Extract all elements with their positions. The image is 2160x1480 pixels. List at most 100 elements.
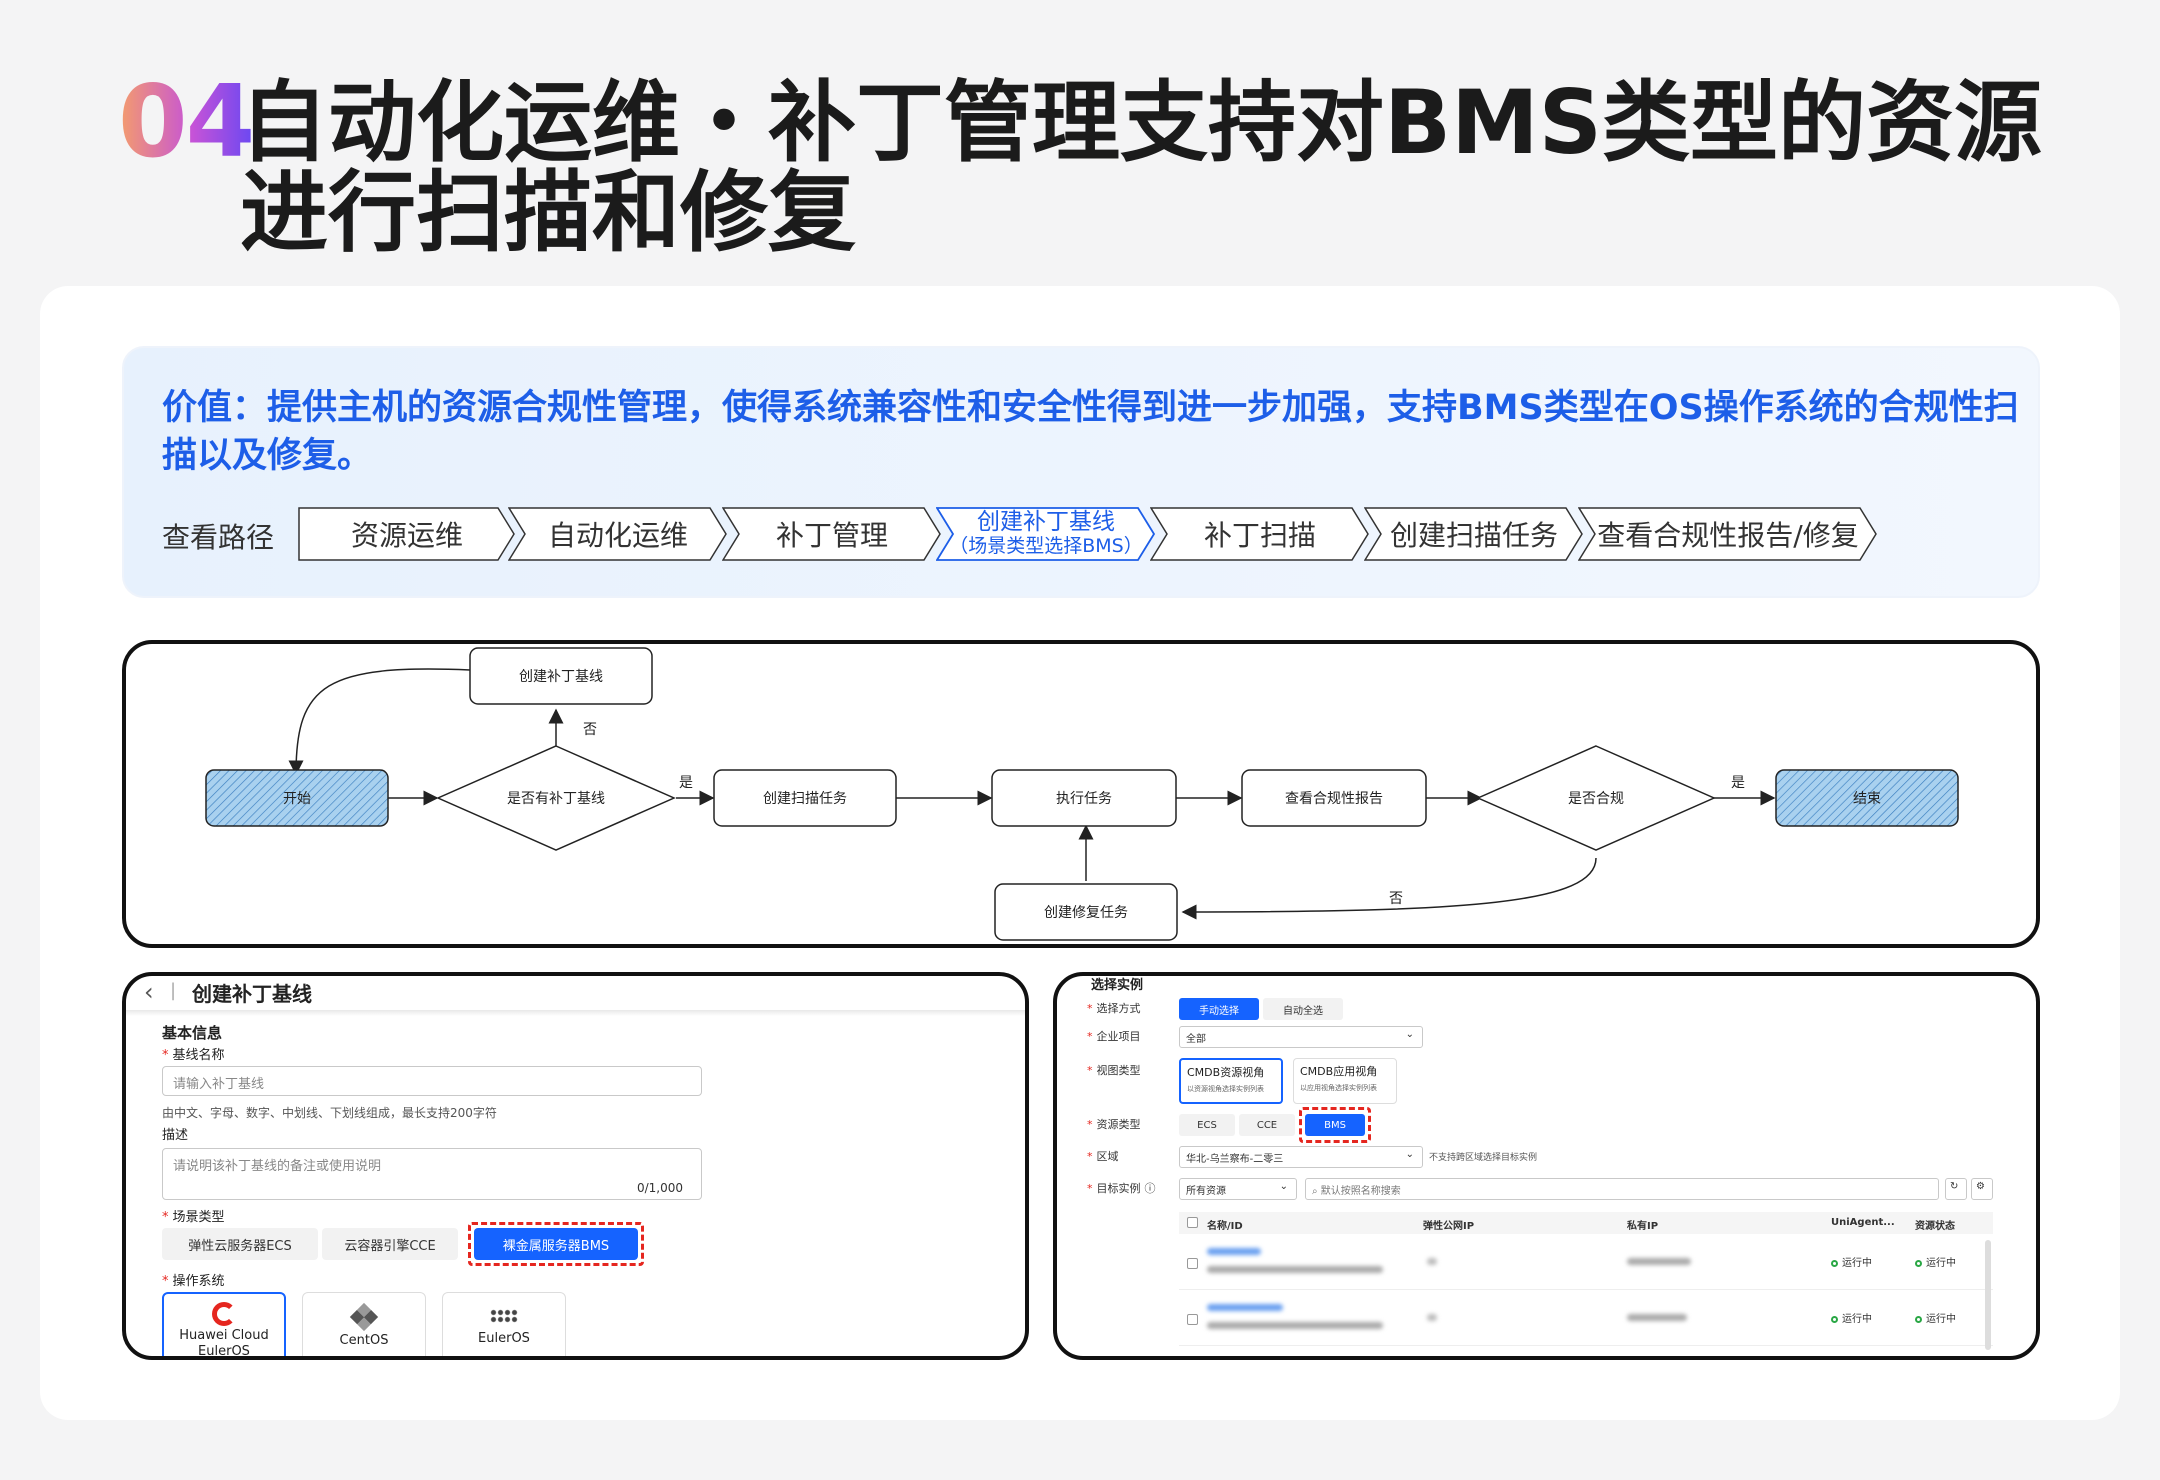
flow-node-create-scan-label: 创建扫描任务 <box>763 791 847 807</box>
value-panel: 价值：提供主机的资源合规性管理，使得系统兼容性和安全性得到进一步加强，支持BMS… <box>122 346 2040 598</box>
flow-node-create-repair <box>994 883 1178 941</box>
resource-option-ecs[interactable]: ECS <box>1179 1114 1235 1136</box>
scene-type-label: *场景类型 <box>162 1210 225 1225</box>
view-option-resource[interactable]: CMDB资源视角 以资源视角选择实例列表 <box>1179 1058 1283 1104</box>
help-icon[interactable]: ⓘ <box>1144 1182 1156 1195</box>
redacted-instance-id <box>1207 1322 1383 1329</box>
resource-type-label: *资源类型 <box>1087 1118 1141 1131</box>
flow-node-create-baseline <box>469 647 653 705</box>
redacted-eip <box>1427 1314 1437 1321</box>
gear-icon: ⚙ <box>1976 1181 1985 1192</box>
view-option-application[interactable]: CMDB应用视角 以应用视角选择实例列表 <box>1293 1058 1397 1104</box>
refresh-button[interactable]: ↻ <box>1945 1178 1967 1200</box>
settings-button[interactable]: ⚙ <box>1971 1178 1993 1200</box>
form-title: 创建补丁基线 <box>192 982 312 1006</box>
redacted-instance-name <box>1207 1248 1261 1255</box>
flow-node-start <box>205 769 389 827</box>
redacted-private-ip <box>1627 1258 1691 1265</box>
flow-edge-no-label: 否 <box>1389 891 1403 907</box>
flow-decision-baseline <box>436 745 676 851</box>
os-name: Huawei Cloud EulerOS <box>179 1328 269 1359</box>
path-step-7[interactable]: 查看合规性报告/修复 <box>1578 506 1878 562</box>
flowchart-frame: 开始 是否有补丁基线 创建补丁基线 创建扫描任务 执行任务 查看合规性报告 是否… <box>122 640 2040 948</box>
table-scrollbar[interactable] <box>1985 1240 1991 1350</box>
region-select[interactable]: 华北-乌兰察布-二零三 ⌄ <box>1179 1146 1423 1168</box>
mode-manual[interactable]: 手动选择 <box>1179 998 1259 1020</box>
baseline-name-input[interactable]: 请输入补丁基线 <box>162 1066 702 1096</box>
view-option-desc: 以应用视角选择实例列表 <box>1300 1084 1377 1092</box>
table-row[interactable]: 运行中 运行中 <box>1179 1238 1993 1290</box>
project-select[interactable]: 全部 ⌄ <box>1179 1026 1423 1048</box>
refresh-icon: ↻ <box>1950 1181 1959 1192</box>
mode-label: *选择方式 <box>1087 1002 1141 1015</box>
os-option-huawei-cloud-euleros[interactable]: Huawei Cloud EulerOS <box>162 1292 286 1359</box>
redacted-instance-id <box>1207 1266 1383 1273</box>
chevron-down-icon: ⌄ <box>1405 1149 1414 1160</box>
table-header <box>1179 1212 1993 1234</box>
description-textarea[interactable]: 请说明该补丁基线的备注或使用说明 0/1,000 <box>162 1148 702 1200</box>
euleros-icon <box>490 1309 518 1323</box>
flow-node-end <box>1775 769 1959 827</box>
resource-option-cce[interactable]: CCE <box>1239 1114 1295 1136</box>
row-checkbox[interactable] <box>1187 1258 1198 1269</box>
huawei-cloud-icon <box>212 1302 236 1326</box>
path-step-6[interactable]: 创建扫描任务 <box>1364 506 1584 562</box>
flow-decision-compliant-label: 是否合规 <box>1568 791 1624 807</box>
redacted-instance-name <box>1207 1304 1283 1311</box>
resource-bms-highlight <box>1299 1107 1371 1143</box>
path-step-2[interactable]: 自动化运维 <box>508 506 728 562</box>
instance-search-input[interactable]: ⌕ 默认按照名称搜索 <box>1305 1178 1939 1200</box>
view-option-desc: 以资源视角选择实例列表 <box>1187 1085 1264 1093</box>
os-option-euleros[interactable]: EulerOS <box>442 1292 566 1356</box>
back-button[interactable]: ‹ <box>144 978 154 1006</box>
flow-node-execute <box>991 769 1177 827</box>
column-header: 私有IP <box>1627 1221 1659 1232</box>
flow-node-report <box>1241 769 1427 827</box>
baseline-name-hint: 由中文、字母、数字、中划线、下划线组成，最长支持200字符 <box>162 1106 497 1120</box>
flow-node-report-label: 查看合规性报告 <box>1285 791 1383 807</box>
mode-auto-all[interactable]: 自动全选 <box>1263 998 1343 1020</box>
flow-node-execute-label: 执行任务 <box>1056 791 1112 807</box>
description-placeholder: 请说明该补丁基线的备注或使用说明 <box>173 1159 382 1174</box>
flow-decision-baseline-label: 是否有补丁基线 <box>507 790 605 807</box>
path-step-1[interactable]: 资源运维 <box>298 506 516 562</box>
row-checkbox[interactable] <box>1187 1314 1198 1325</box>
flow-decision-compliant <box>1476 745 1716 851</box>
flow-node-create-baseline-label: 创建补丁基线 <box>519 668 603 685</box>
flow-node-create-scan <box>713 769 897 827</box>
table-row[interactable]: 运行中 运行中 <box>1179 1294 1993 1346</box>
baseline-name-label: *基线名称 <box>162 1048 225 1063</box>
resource-status: 运行中 <box>1915 1254 1956 1269</box>
resource-option-bms[interactable]: BMS <box>1305 1114 1365 1136</box>
chevron-down-icon: ⌄ <box>1279 1181 1288 1192</box>
column-header: 弹性公网IP <box>1423 1221 1475 1232</box>
path-step-5[interactable]: 补丁扫描 <box>1150 506 1370 562</box>
path-step-label: 补丁管理 <box>775 519 888 552</box>
path-step-4[interactable]: 创建补丁基线 （场景类型选择BMS） <box>936 506 1156 562</box>
region-label: *区域 <box>1087 1150 1119 1163</box>
path-step-label: 查看合规性报告/修复 <box>1597 519 1859 552</box>
path-step-label: 创建补丁基线 <box>977 509 1115 535</box>
scene-bms-highlight <box>468 1222 644 1266</box>
baseline-form-screenshot: ‹ | 创建补丁基线 基本信息 *基线名称 请输入补丁基线 由中文、字母、数字、… <box>122 972 1029 1360</box>
path-step-label: 补丁扫描 <box>1203 519 1316 552</box>
scene-option-bms[interactable]: 裸金属服务器BMS <box>474 1228 638 1260</box>
scene-option-ecs[interactable]: 弹性云服务器ECS <box>162 1228 318 1260</box>
column-header: 资源状态 <box>1915 1221 1955 1232</box>
description-counter: 0/1,000 <box>636 1181 683 1195</box>
resource-status: 运行中 <box>1915 1310 1956 1325</box>
flow-node-end-label: 结束 <box>1853 791 1881 807</box>
centos-icon <box>349 1302 379 1332</box>
scene-option-cce[interactable]: 云容器引擎CCE <box>322 1228 458 1260</box>
search-icon: ⌕ <box>1312 1186 1321 1197</box>
instance-select-screenshot: 选择实例 *选择方式 手动选择 自动全选 *企业项目 全部 ⌄ *视图类型 CM… <box>1053 972 2040 1360</box>
target-filter-select[interactable]: 所有资源 ⌄ <box>1179 1178 1297 1200</box>
os-option-centos[interactable]: CentOS <box>302 1292 426 1356</box>
path-label: 查看路径 <box>162 521 275 554</box>
column-header: 名称/ID <box>1207 1221 1243 1232</box>
flow-edge-yes-label: 是 <box>1731 775 1745 791</box>
path-step-sublabel: （场景类型选择BMS） <box>949 535 1143 557</box>
path-step-3[interactable]: 补丁管理 <box>722 506 942 562</box>
select-all-checkbox[interactable] <box>1187 1217 1198 1228</box>
